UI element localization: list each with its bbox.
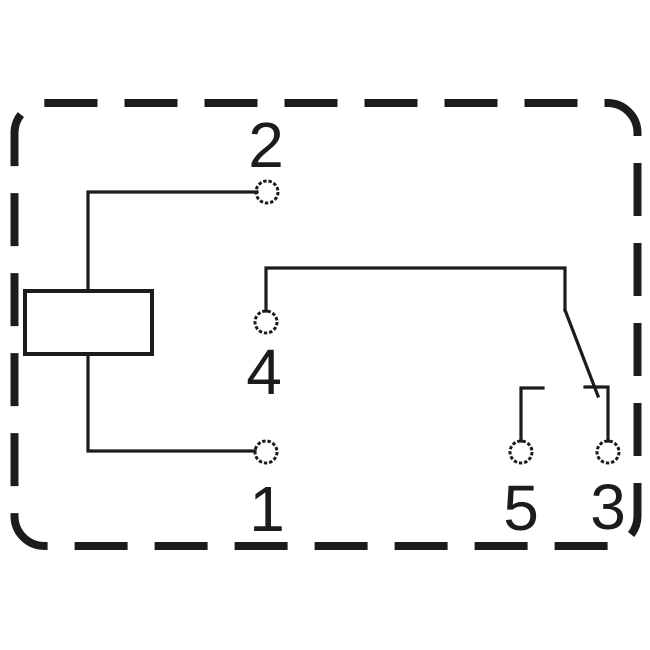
contact-hook-terminal5 — [519, 386, 545, 443]
wire-terminal4-common — [264, 266, 567, 313]
wire-terminal2-to-coil — [86, 190, 259, 293]
terminal-circle-pin4 — [253, 309, 279, 335]
terminal-circle-pin2 — [254, 179, 280, 205]
switch-armature-icon — [562, 307, 601, 399]
terminal-circle-pin3 — [595, 439, 621, 465]
terminal-circle-pin1 — [253, 439, 279, 465]
pin-label-5: 5 — [503, 472, 539, 544]
pin-label-1: 1 — [249, 473, 285, 545]
contact-hook-terminal3 — [583, 385, 610, 443]
pin-label-2: 2 — [248, 109, 284, 181]
pin-label-3: 3 — [590, 471, 626, 543]
relay-enclosure-outline-icon — [10, 99, 642, 550]
relay-coil-icon — [23, 289, 154, 356]
terminal-circle-pin5 — [508, 439, 534, 465]
wire-coil-to-terminal1 — [86, 352, 257, 453]
pin-label-4: 4 — [246, 336, 282, 408]
